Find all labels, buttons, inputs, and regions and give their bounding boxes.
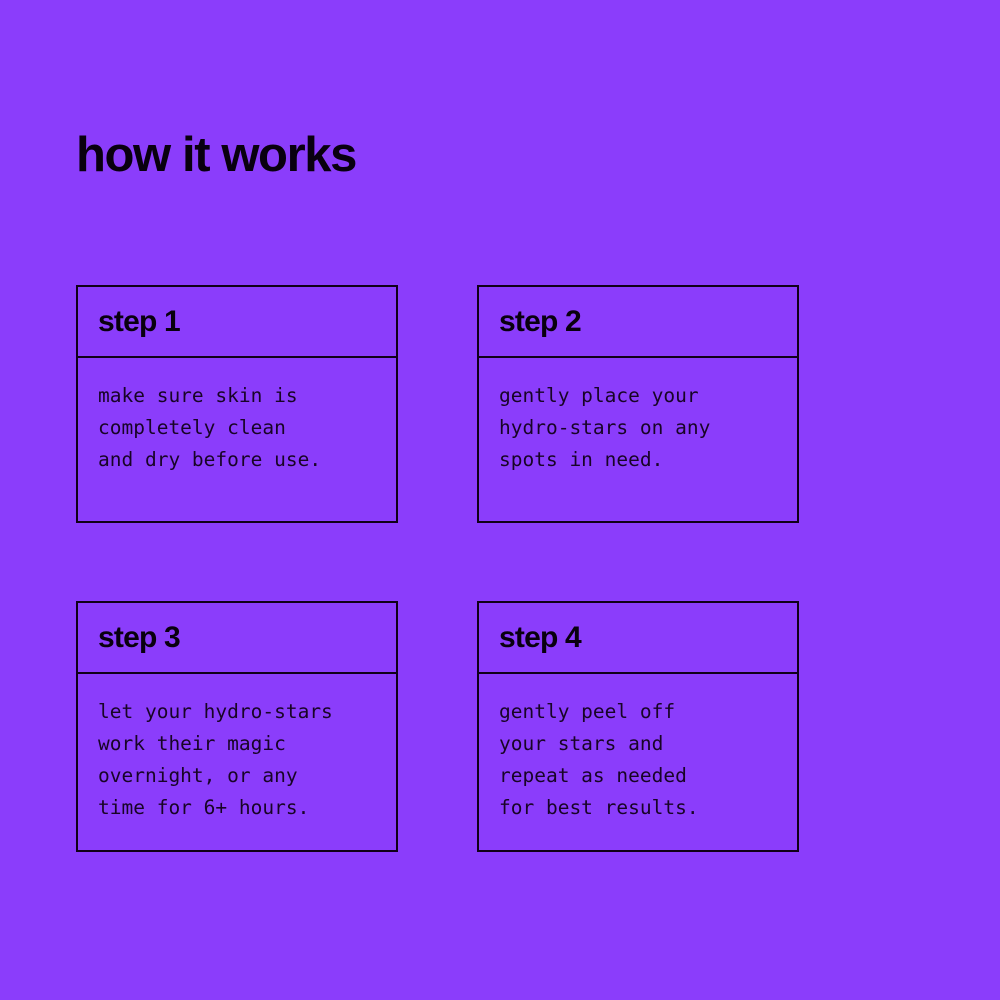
step-card-4-label: step 4 — [499, 620, 582, 654]
step-card-1-body: make sure skin is completely clean and d… — [78, 358, 396, 521]
step-card-3-header: step 3 — [78, 603, 396, 674]
step-card-1-label: step 1 — [98, 304, 181, 338]
step-card-2-label: step 2 — [499, 304, 582, 338]
step-card-2-body: gently place your hydro-stars on any spo… — [479, 358, 797, 521]
step-card-1-text: make sure skin is completely clean and d… — [98, 384, 322, 471]
steps-row-bottom: step 3 let your hydro-stars work their m… — [76, 601, 800, 852]
step-card-2: step 2 gently place your hydro-stars on … — [477, 285, 799, 523]
step-card-1: step 1 make sure skin is completely clea… — [76, 285, 398, 523]
step-card-2-header: step 2 — [479, 287, 797, 358]
step-card-3-text: let your hydro-stars work their magic ov… — [98, 700, 333, 819]
step-card-4-text: gently peel off your stars and repeat as… — [499, 700, 699, 819]
step-card-4-body: gently peel off your stars and repeat as… — [479, 674, 797, 850]
step-card-3-body: let your hydro-stars work their magic ov… — [78, 674, 396, 850]
step-card-3-label: step 3 — [98, 620, 181, 654]
step-card-1-header: step 1 — [78, 287, 396, 358]
steps-grid: step 1 make sure skin is completely clea… — [76, 285, 800, 852]
step-card-4: step 4 gently peel off your stars and re… — [477, 601, 799, 852]
step-card-3: step 3 let your hydro-stars work their m… — [76, 601, 398, 852]
page-title: how it works — [76, 127, 357, 182]
step-card-2-text: gently place your hydro-stars on any spo… — [499, 384, 711, 471]
step-card-4-header: step 4 — [479, 603, 797, 674]
steps-row-top: step 1 make sure skin is completely clea… — [76, 285, 800, 523]
